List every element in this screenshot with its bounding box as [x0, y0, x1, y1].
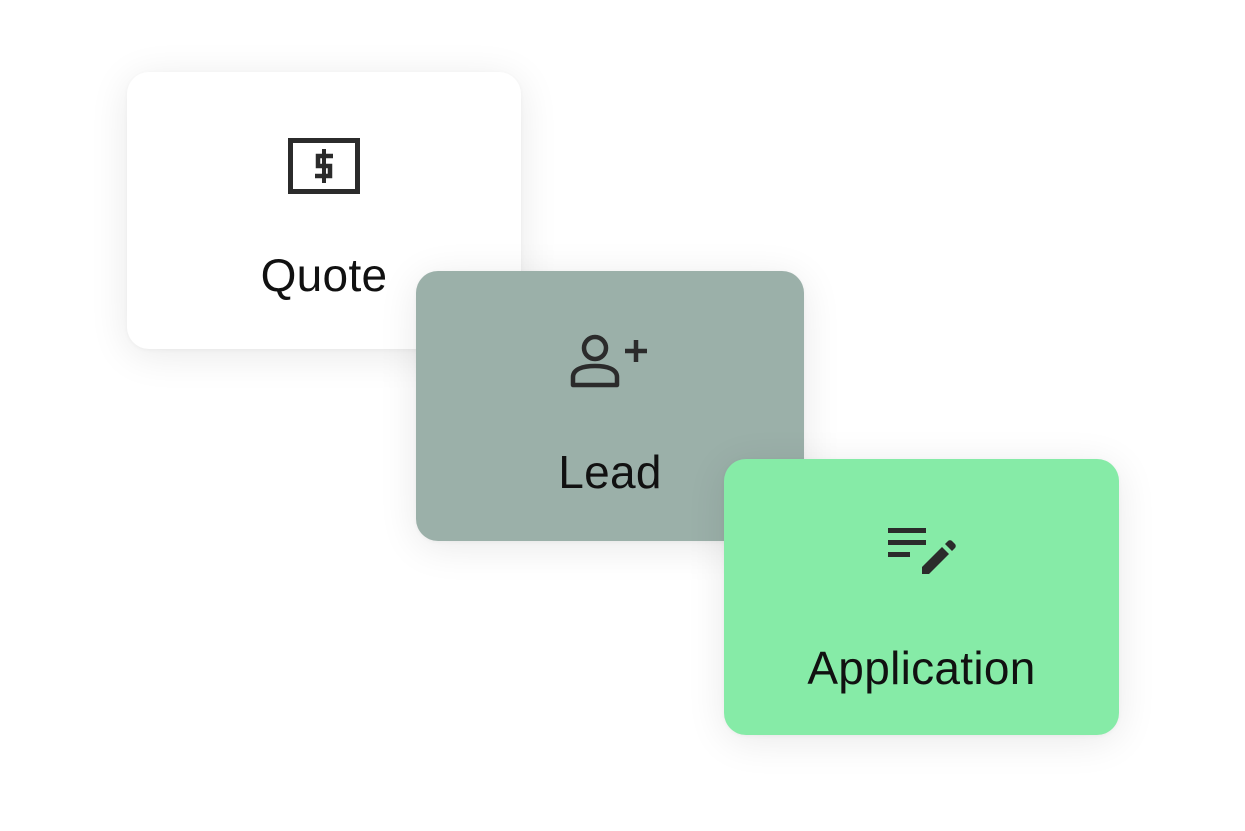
- dollar-bill-icon: [279, 132, 369, 202]
- person-add-icon: [565, 327, 655, 397]
- card-label-lead: Lead: [558, 446, 662, 498]
- edit-note-icon: [877, 517, 967, 587]
- application-card[interactable]: Application: [724, 459, 1119, 735]
- card-label-quote: Quote: [260, 249, 388, 301]
- card-label-application: Application: [807, 642, 1036, 694]
